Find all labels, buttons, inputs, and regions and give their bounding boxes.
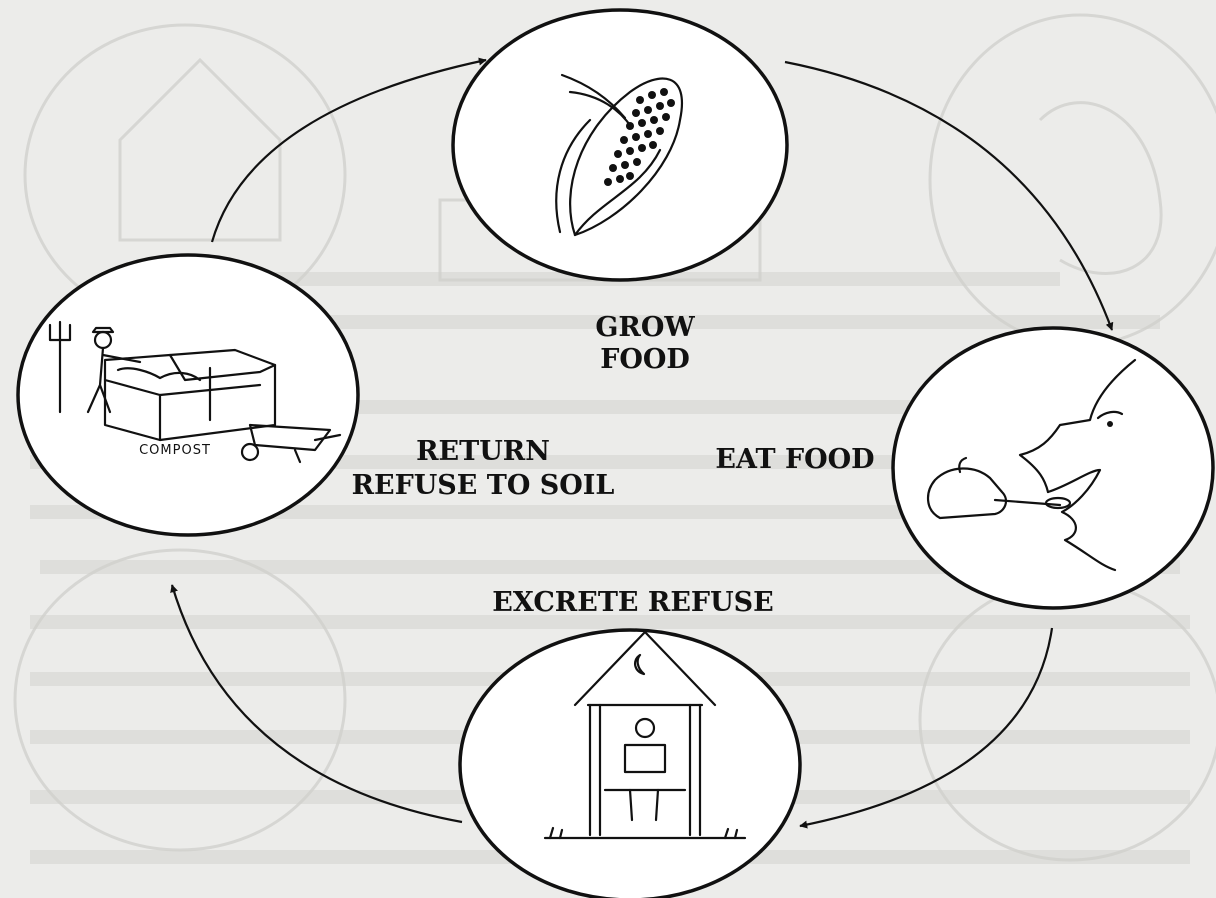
return-refuse-circle — [16, 253, 360, 537]
latrine-icon — [543, 630, 747, 840]
stage-excrete-refuse — [458, 628, 802, 898]
eating-face-icon — [927, 358, 1137, 572]
compost-sign: COMPOST — [139, 443, 211, 458]
arrow-excrete-to-return — [170, 584, 463, 824]
eat-food-circle — [891, 326, 1215, 610]
arrow-eat-to-excrete — [799, 627, 1054, 829]
stage-eat-food — [891, 326, 1215, 610]
cycle-arrows — [170, 57, 1114, 829]
stage-grow-food — [451, 8, 789, 282]
grow-food-circle — [451, 8, 789, 282]
return-refuse-label-line1: RETURN — [416, 436, 550, 467]
grow-food-label-line2: FOOD — [600, 344, 690, 375]
eat-food-label: EAT FOOD — [715, 444, 874, 475]
corn-icon — [555, 73, 683, 237]
arrow-return-to-grow — [210, 57, 487, 243]
arrow-grow-to-eat — [784, 60, 1114, 331]
stage-return-refuse: COMPOST — [16, 253, 360, 537]
excrete-refuse-circle — [458, 628, 802, 898]
grow-food-label-line1: GROW — [595, 312, 695, 343]
excrete-refuse-label: EXCRETE REFUSE — [492, 587, 773, 618]
return-refuse-label-line2: REFUSE TO SOIL — [352, 470, 615, 501]
compost-bin-icon — [48, 320, 342, 464]
